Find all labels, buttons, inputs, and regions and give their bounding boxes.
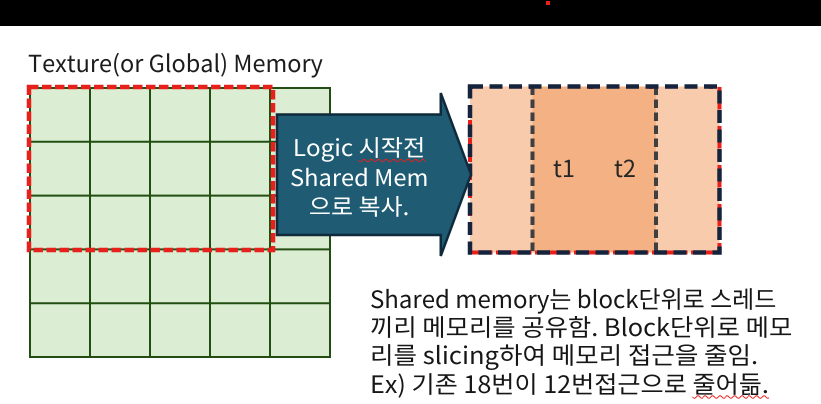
notes-line4-prefix: Ex) 기존 18번이 12번접근으로 [370, 364, 693, 400]
arrow-line1: Logic 시작전 [292, 129, 426, 163]
arrow-line1-prefix: Logic [292, 129, 359, 163]
notes-line4-misspelled: 줄어듦. [692, 364, 769, 400]
top-bar [0, 0, 821, 26]
record-indicator-icon [546, 1, 550, 5]
copy-arrow [275, 92, 473, 257]
notes-line4: Ex) 기존 18번이 12번접근으로 줄어듦. [370, 368, 769, 397]
thread-label-t1: t1 [553, 150, 575, 184]
arrow-line1-misspelled: 시작전 [358, 129, 426, 163]
notes-line1: Shared memory는 block단위로 스레드 [370, 279, 777, 315]
thread-label-t2: t2 [614, 150, 636, 184]
notes-line2: 끼리 메모리를 공유함. Block단위로 메모 [370, 307, 793, 343]
notes-line3: 리를 slicing하여 메모리 접근을 줄임. [370, 336, 759, 372]
arrow-line2: Shared Mem [289, 158, 429, 193]
shared-memory-center [532, 86, 656, 253]
slide-title: Texture(or Global) Memory [28, 44, 323, 79]
arrow-line3: 으로 복사. [308, 188, 410, 222]
shared-memory-block [467, 84, 722, 255]
copied-region-outline [26, 84, 276, 253]
